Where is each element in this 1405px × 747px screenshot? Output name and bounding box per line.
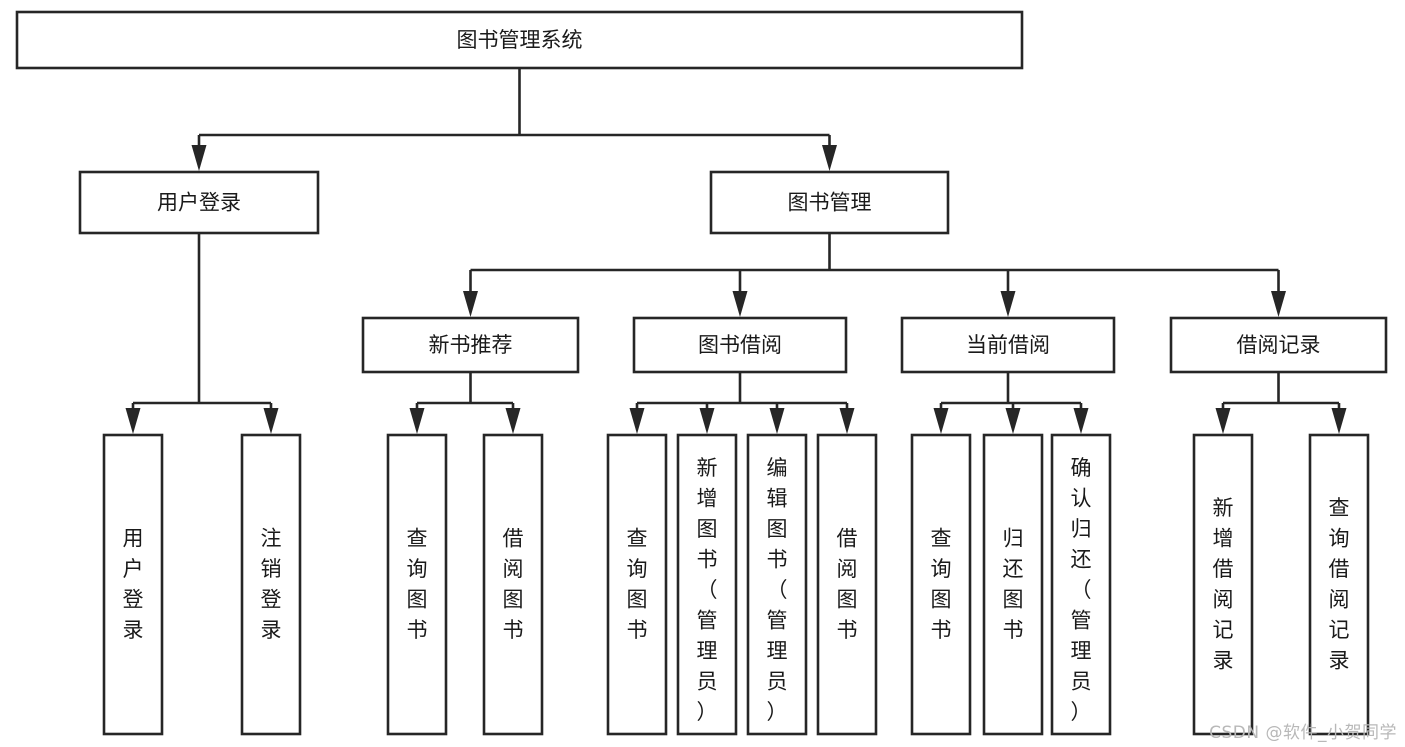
arrow-head-leaf-query-book-2 bbox=[629, 408, 645, 434]
node-label-leaf-add-borrow-record: 新增借阅记录 bbox=[1213, 496, 1234, 673]
arrow-head-leaf-query-book-3 bbox=[933, 408, 949, 434]
node-box-book-manage bbox=[709, 170, 950, 235]
arrow-head-leaf-query-borrow-record bbox=[1331, 408, 1347, 434]
arrow-head-current-borrow bbox=[1000, 291, 1016, 317]
arrow-head-user-login bbox=[191, 145, 207, 171]
arrow-head-leaf-query-book-1 bbox=[409, 408, 425, 434]
node-label-user-login: 用户登录 bbox=[157, 191, 241, 215]
node-leaf-confirm-return-admin[interactable]: 确认归还（管理员） bbox=[1050, 433, 1112, 736]
node-leaf-borrow-book-1[interactable]: 借阅图书 bbox=[482, 433, 544, 736]
node-label-leaf-query-borrow-record: 查询借阅记录 bbox=[1329, 496, 1350, 673]
node-box-leaf-add-book-admin bbox=[676, 433, 738, 736]
node-label-leaf-add-book-admin: 新增图书（管理员） bbox=[697, 456, 718, 724]
node-box-leaf-query-book-2 bbox=[606, 433, 668, 736]
arrow-head-leaf-borrow-book-2 bbox=[839, 408, 855, 434]
node-box-book-borrow bbox=[632, 316, 848, 374]
node-box-leaf-query-borrow-record bbox=[1308, 433, 1370, 736]
arrow-head-leaf-add-book-admin bbox=[699, 408, 715, 434]
arrow-head-book-manage bbox=[822, 145, 837, 171]
node-current-borrow[interactable]: 当前借阅 bbox=[900, 316, 1116, 374]
node-label-current-borrow: 当前借阅 bbox=[966, 333, 1050, 357]
arrow-head-leaf-borrow-book-1 bbox=[505, 408, 521, 434]
node-user-login[interactable]: 用户登录 bbox=[78, 170, 320, 235]
node-label-leaf-borrow-book-1: 借阅图书 bbox=[503, 526, 524, 642]
node-box-leaf-add-borrow-record bbox=[1192, 433, 1254, 736]
node-label-root: 图书管理系统 bbox=[457, 28, 583, 52]
node-leaf-add-book-admin[interactable]: 新增图书（管理员） bbox=[676, 433, 738, 736]
arrow-head-new-book-rec bbox=[463, 291, 478, 317]
node-label-leaf-query-book-2: 查询图书 bbox=[627, 526, 648, 642]
node-box-leaf-query-book-1 bbox=[386, 433, 448, 736]
node-label-leaf-return-book: 归还图书 bbox=[1003, 526, 1024, 642]
arrow-head-leaf-confirm-return-admin bbox=[1073, 408, 1089, 434]
node-borrow-record[interactable]: 借阅记录 bbox=[1169, 316, 1388, 374]
node-leaf-user-logout[interactable]: 注销登录 bbox=[240, 433, 302, 736]
node-label-leaf-borrow-book-2: 借阅图书 bbox=[837, 526, 858, 642]
node-leaf-query-book-3[interactable]: 查询图书 bbox=[910, 433, 972, 736]
node-leaf-query-book-2[interactable]: 查询图书 bbox=[606, 433, 668, 736]
node-label-leaf-confirm-return-admin: 确认归还（管理员） bbox=[1071, 456, 1092, 724]
node-label-book-manage: 图书管理 bbox=[788, 191, 872, 215]
node-box-leaf-borrow-book-1 bbox=[482, 433, 544, 736]
node-box-leaf-return-book bbox=[982, 433, 1044, 736]
node-leaf-query-book-1[interactable]: 查询图书 bbox=[386, 433, 448, 736]
node-label-borrow-record: 借阅记录 bbox=[1237, 333, 1321, 357]
node-label-leaf-query-book-1: 查询图书 bbox=[407, 526, 428, 642]
node-box-new-book-rec bbox=[361, 316, 580, 374]
node-box-leaf-borrow-book-2 bbox=[816, 433, 878, 736]
node-leaf-query-borrow-record[interactable]: 查询借阅记录 bbox=[1308, 433, 1370, 736]
arrow-head-book-borrow bbox=[732, 291, 748, 317]
node-box-current-borrow bbox=[900, 316, 1116, 374]
arrow-head-leaf-user-login bbox=[125, 408, 141, 434]
node-box-user-login bbox=[78, 170, 320, 235]
node-box-borrow-record bbox=[1169, 316, 1388, 374]
node-box-leaf-query-book-3 bbox=[910, 433, 972, 736]
node-label-new-book-rec: 新书推荐 bbox=[429, 333, 513, 357]
node-leaf-edit-book-admin[interactable]: 编辑图书（管理员） bbox=[746, 433, 808, 736]
node-box-leaf-user-login bbox=[102, 433, 164, 736]
node-box-leaf-edit-book-admin bbox=[746, 433, 808, 736]
node-label-leaf-edit-book-admin: 编辑图书（管理员） bbox=[767, 456, 788, 724]
node-new-book-rec[interactable]: 新书推荐 bbox=[361, 316, 580, 374]
arrow-head-borrow-record bbox=[1271, 291, 1286, 317]
node-book-manage[interactable]: 图书管理 bbox=[709, 170, 950, 235]
node-box-leaf-confirm-return-admin bbox=[1050, 433, 1112, 736]
node-box-leaf-user-logout bbox=[240, 433, 302, 736]
node-box-root bbox=[15, 10, 1024, 70]
node-book-borrow[interactable]: 图书借阅 bbox=[632, 316, 848, 374]
node-label-book-borrow: 图书借阅 bbox=[698, 333, 782, 357]
node-leaf-borrow-book-2[interactable]: 借阅图书 bbox=[816, 433, 878, 736]
node-label-leaf-user-logout: 注销登录 bbox=[261, 526, 282, 642]
watermark-label: CSDN @软件_小贺同学 bbox=[1209, 723, 1397, 743]
node-leaf-add-borrow-record[interactable]: 新增借阅记录 bbox=[1192, 433, 1254, 736]
node-label-leaf-user-login: 用户登录 bbox=[123, 526, 144, 642]
connectors-layer bbox=[125, 68, 1347, 434]
arrow-head-leaf-return-book bbox=[1005, 408, 1021, 434]
nodes-layer: 图书管理系统用户登录图书管理新书推荐图书借阅当前借阅借阅记录用户登录注销登录查询… bbox=[15, 10, 1388, 736]
node-root[interactable]: 图书管理系统 bbox=[15, 10, 1024, 70]
arrow-head-leaf-edit-book-admin bbox=[769, 408, 785, 434]
node-label-leaf-query-book-3: 查询图书 bbox=[931, 526, 952, 642]
arrow-head-leaf-add-borrow-record bbox=[1215, 408, 1231, 434]
node-leaf-user-login[interactable]: 用户登录 bbox=[102, 433, 164, 736]
arrow-head-leaf-user-logout bbox=[263, 408, 279, 434]
node-leaf-return-book[interactable]: 归还图书 bbox=[982, 433, 1044, 736]
